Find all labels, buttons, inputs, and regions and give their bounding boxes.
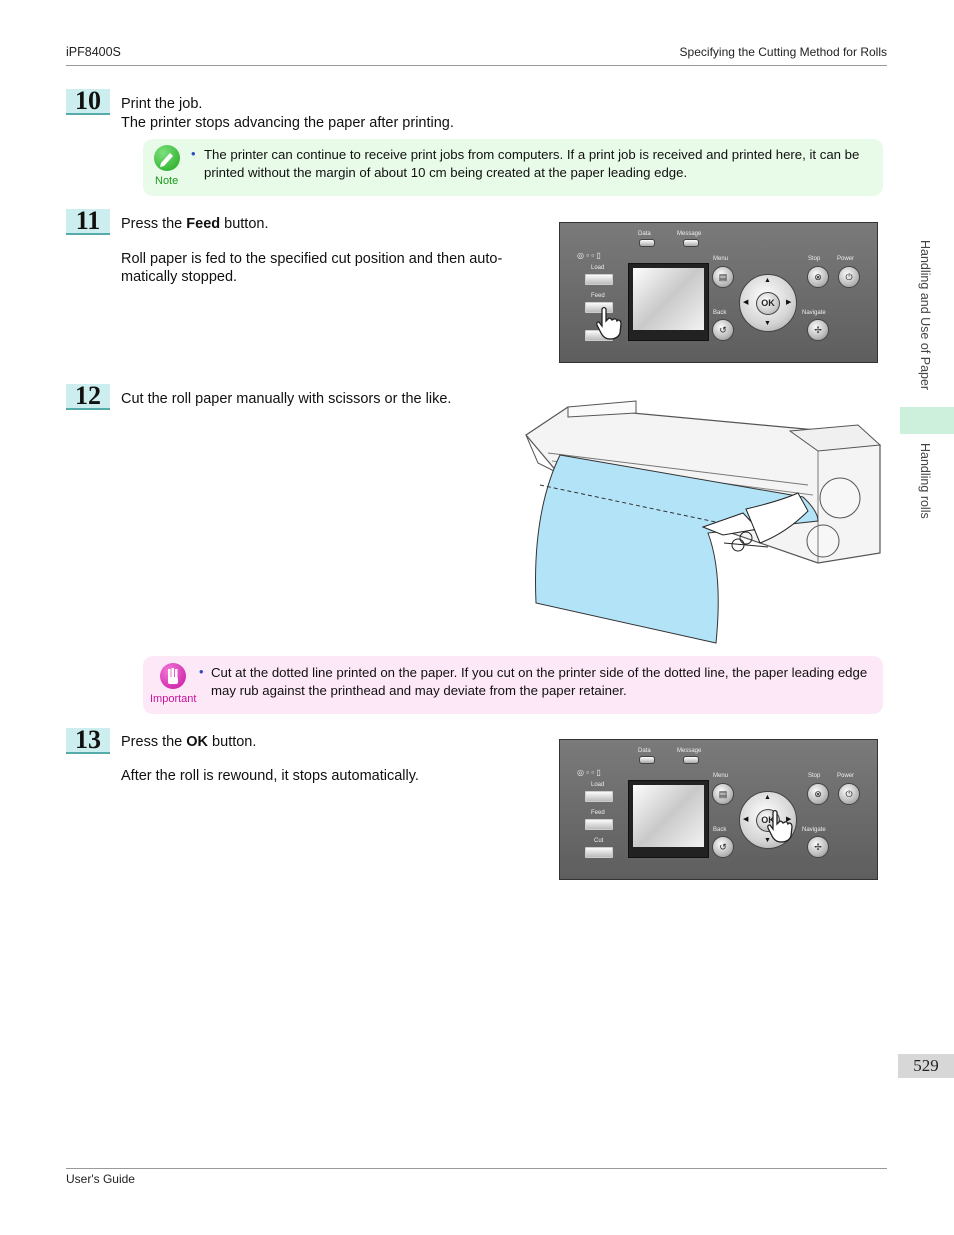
navigate-icon: ✢ xyxy=(807,836,829,858)
ok-button-graphic: OK xyxy=(756,292,780,315)
sidebar-section-label: Handling rolls xyxy=(918,443,932,519)
nav-left-arrow-icon: ◀ xyxy=(743,816,749,823)
note-pencil-icon xyxy=(154,145,180,171)
pointing-hand-icon xyxy=(594,305,624,346)
navigate-icon: ✢ xyxy=(807,319,829,341)
step-number-13: 13 xyxy=(66,727,110,754)
important-bullet: • xyxy=(199,664,204,679)
panel-navigate-label: Navigate xyxy=(802,827,826,833)
load-key xyxy=(585,274,613,285)
note-line-1: The printer can continue to receive prin… xyxy=(204,147,860,162)
roll-icons: ◎ ▫ ▫ ▯ xyxy=(577,251,601,260)
step-13-pre: Press the xyxy=(121,734,187,750)
panel-message-label: Message xyxy=(677,748,702,754)
step-number-11: 11 xyxy=(66,208,110,235)
step-10-detail: The printer stops advancing the paper af… xyxy=(121,115,454,131)
step-11-para-2: matically stopped. xyxy=(121,269,238,285)
note-label: Note xyxy=(155,175,179,187)
step-10-text: Print the job. xyxy=(121,96,203,112)
cut-key xyxy=(585,847,613,858)
step-11-pre: Press the xyxy=(121,216,187,232)
note-line-2: printed without the margin of about 10 c… xyxy=(204,165,688,180)
panel-stop-label: Stop xyxy=(808,773,821,779)
step-11-instruction: Press the Feed button. xyxy=(121,215,269,234)
panel-power-label: Power xyxy=(837,773,855,779)
control-panel-feed: Data Message ◎ ▫ ▫ ▯ Load Feed Menu ▤ Ba… xyxy=(559,222,878,363)
important-label: Important xyxy=(150,693,197,705)
feed-label: Feed xyxy=(186,216,221,232)
page-number: 529 xyxy=(898,1054,954,1078)
menu-icon: ▤ xyxy=(712,783,734,805)
panel-power-label: Power xyxy=(837,256,855,262)
nav-down-arrow-icon: ▼ xyxy=(764,837,771,844)
data-lamp xyxy=(639,756,655,764)
control-panel-ok: Data Message ◎ ▫ ▫ ▯ Load Feed Cut Menu … xyxy=(559,739,878,880)
panel-back-label: Back xyxy=(713,310,727,316)
important-hand-icon xyxy=(160,663,186,689)
step-11-post: button. xyxy=(220,216,269,232)
lcd-display xyxy=(628,780,709,858)
menu-icon: ▤ xyxy=(712,266,734,288)
panel-load-label: Load xyxy=(591,265,605,271)
sidebar-active-tab xyxy=(900,407,954,434)
header-section-title: Specifying the Cutting Method for Rolls xyxy=(679,45,887,59)
header-product: iPF8400S xyxy=(66,45,121,59)
load-key xyxy=(585,791,613,802)
power-icon: ⏻ xyxy=(838,783,860,805)
message-lamp xyxy=(683,756,699,764)
step-13-para: After the roll is rewound, it stops auto… xyxy=(121,768,419,784)
panel-message-label: Message xyxy=(677,231,702,237)
footer-guide-title: User's Guide xyxy=(66,1172,135,1186)
panel-data-label: Data xyxy=(638,748,651,754)
panel-stop-label: Stop xyxy=(808,256,821,262)
nav-down-arrow-icon: ▼ xyxy=(764,320,771,327)
data-lamp xyxy=(639,239,655,247)
ok-label: OK xyxy=(186,734,209,750)
stop-icon: ⊗ xyxy=(807,266,829,288)
step-12-text: Cut the roll paper manually with scissor… xyxy=(121,391,452,407)
note-box: Note • The printer can continue to recei… xyxy=(143,139,883,196)
panel-navigate-label: Navigate xyxy=(802,310,826,316)
important-line-2: may rub against the printhead and may de… xyxy=(211,683,627,698)
nav-up-arrow-icon: ▲ xyxy=(764,277,771,284)
panel-menu-label: Menu xyxy=(713,773,729,779)
nav-up-arrow-icon: ▲ xyxy=(764,794,771,801)
nav-right-arrow-icon: ▶ xyxy=(786,816,792,823)
panel-cut-label: Cut xyxy=(594,838,604,844)
back-icon: ↺ xyxy=(712,836,734,858)
step-number-10: 10 xyxy=(66,88,110,115)
sidebar-chapter-label: Handling and Use of Paper xyxy=(918,240,932,391)
important-box: Important • Cut at the dotted line print… xyxy=(143,656,883,714)
panel-feed-label: Feed xyxy=(591,810,605,816)
step-13-post: button. xyxy=(208,734,257,750)
panel-menu-label: Menu xyxy=(713,256,729,262)
panel-back-label: Back xyxy=(713,827,727,833)
panel-feed-label: Feed xyxy=(591,293,605,299)
pointing-hand-icon xyxy=(765,808,795,849)
navigation-ring: ▲ ▼ ◀ ▶ OK xyxy=(739,274,797,332)
feed-key xyxy=(585,819,613,830)
nav-left-arrow-icon: ◀ xyxy=(743,299,749,306)
feed-key xyxy=(585,302,613,313)
panel-data-label: Data xyxy=(638,231,651,237)
step-number-12: 12 xyxy=(66,383,110,410)
roll-icons: ◎ ▫ ▫ ▯ xyxy=(577,768,601,777)
power-icon: ⏻ xyxy=(838,266,860,288)
footer-rule xyxy=(66,1168,887,1169)
step-13-instruction: Press the OK button. xyxy=(121,733,256,752)
printer-cutting-illustration xyxy=(518,393,886,648)
important-line-1: Cut at the dotted line printed on the pa… xyxy=(211,665,868,680)
lcd-display xyxy=(628,263,709,341)
panel-load-label: Load xyxy=(591,782,605,788)
nav-right-arrow-icon: ▶ xyxy=(786,299,792,306)
header-rule xyxy=(66,65,887,66)
step-11-para-1: Roll paper is fed to the specified cut p… xyxy=(121,251,503,267)
note-bullet: • xyxy=(191,146,196,161)
back-icon: ↺ xyxy=(712,319,734,341)
stop-icon: ⊗ xyxy=(807,783,829,805)
message-lamp xyxy=(683,239,699,247)
